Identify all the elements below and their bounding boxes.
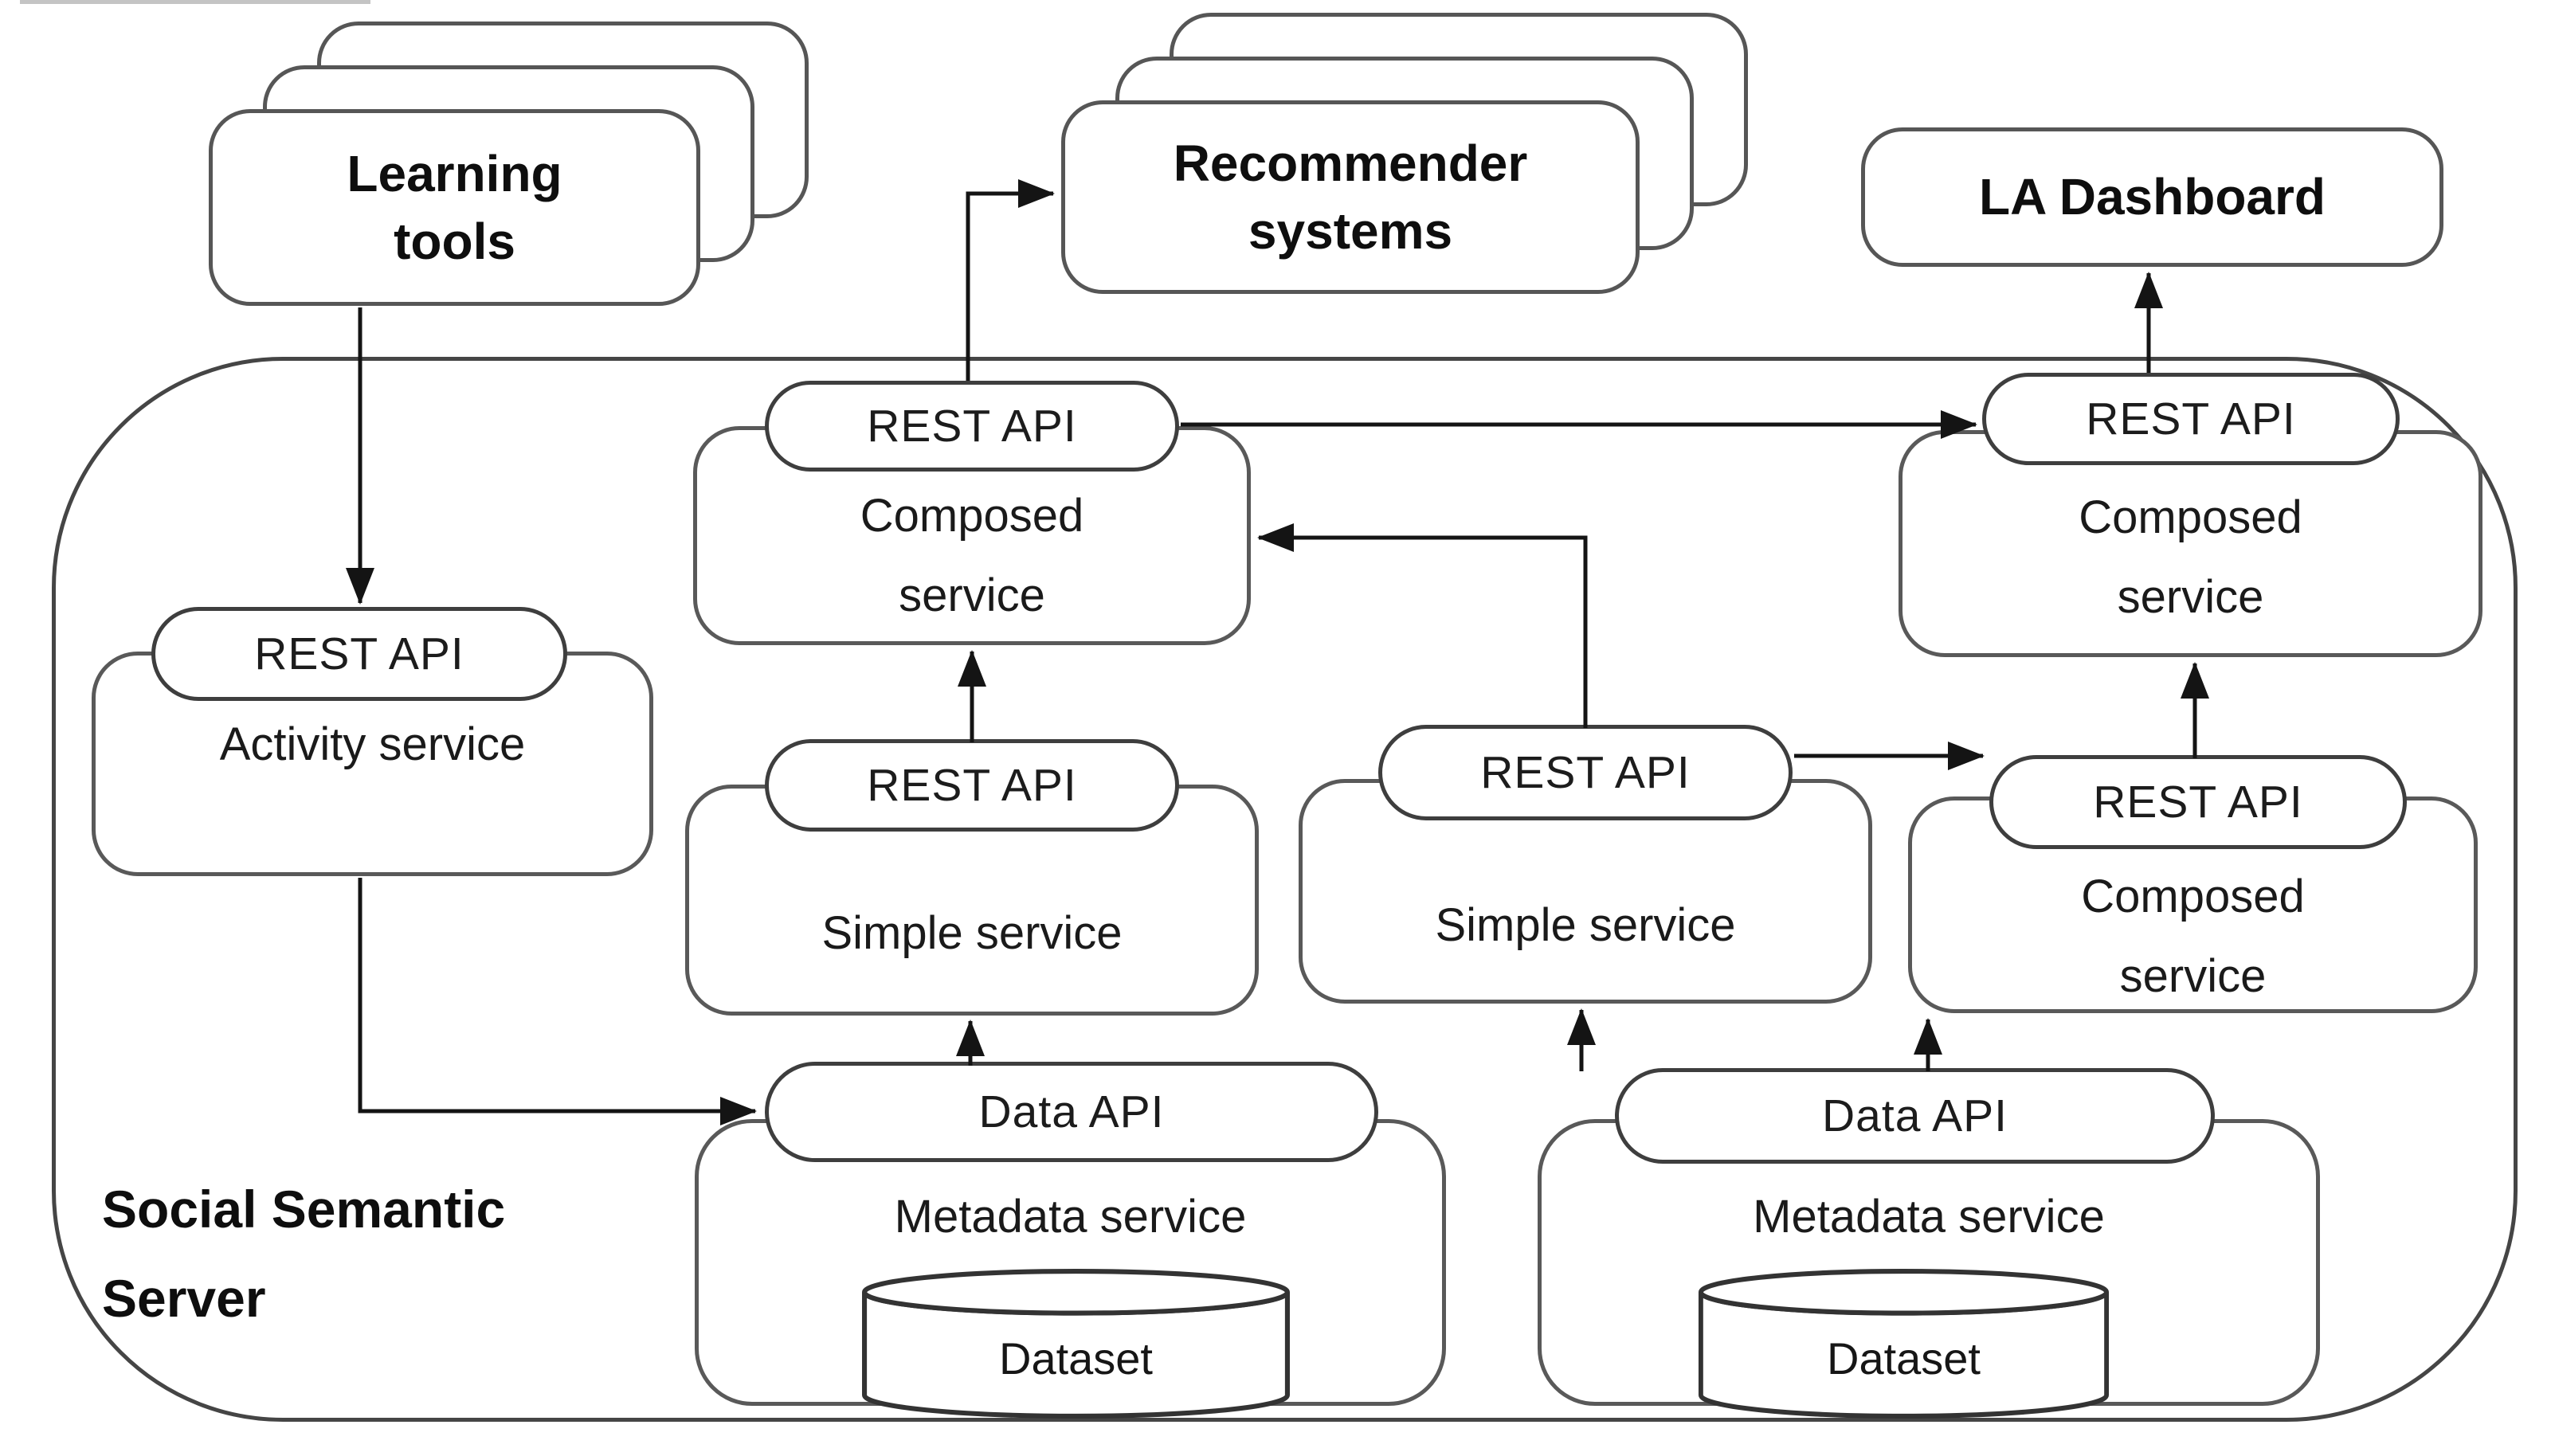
metadata-service-left-data-api-pill: Data API bbox=[765, 1062, 1378, 1162]
simple-service-right-rest-api-pill: REST API bbox=[1378, 725, 1793, 820]
learning-tools-label: Learning tools bbox=[347, 145, 562, 270]
simple-service-center-label: Simple service bbox=[821, 907, 1123, 959]
simple-service-center-rest-api-pill: REST API bbox=[765, 739, 1179, 832]
social-semantic-server-label: Social Semantic Server bbox=[102, 1180, 506, 1328]
arrow-composed-service-top-to-recommender-systems bbox=[966, 179, 1055, 381]
la-dashboard-label: LA Dashboard bbox=[1979, 168, 2326, 226]
composed-service-top-right-label: Composed service bbox=[2079, 491, 2302, 623]
dataset-cylinder-right: Dataset bbox=[1698, 1268, 2110, 1421]
metadata-service-right-data-api-pill: Data API bbox=[1615, 1068, 2215, 1164]
scan-artifact bbox=[20, 0, 370, 4]
la-dashboard-node: LA Dashboard bbox=[1861, 127, 2443, 267]
composed-service-top-label: Composed service bbox=[860, 490, 1084, 621]
learning-tools-node: Learning tools bbox=[209, 109, 700, 306]
composed-service-mid-right-rest-api-pill: REST API bbox=[1989, 755, 2407, 849]
composed-service-top-right-rest-api-pill: REST API bbox=[1982, 373, 2400, 465]
dataset-left-label: Dataset bbox=[999, 1333, 1153, 1384]
composed-service-mid-right-label: Composed service bbox=[2081, 871, 2305, 1002]
metadata-service-left-label: Metadata service bbox=[894, 1191, 1247, 1243]
cylinder-shape bbox=[862, 1269, 1290, 1419]
cylinder-shape bbox=[1698, 1269, 2110, 1419]
simple-service-right-label: Simple service bbox=[1435, 899, 1736, 951]
composed-service-top-rest-api-pill: REST API bbox=[765, 381, 1179, 472]
dataset-cylinder-left: Dataset bbox=[861, 1268, 1291, 1421]
recommender-systems-node: Recommender systems bbox=[1061, 100, 1640, 294]
metadata-service-right-label: Metadata service bbox=[1753, 1191, 2105, 1243]
activity-service-label: Activity service bbox=[219, 718, 526, 770]
recommender-systems-label: Recommender systems bbox=[1173, 135, 1528, 260]
dataset-right-label: Dataset bbox=[1827, 1333, 1981, 1384]
activity-service-rest-api-pill: REST API bbox=[151, 607, 567, 701]
